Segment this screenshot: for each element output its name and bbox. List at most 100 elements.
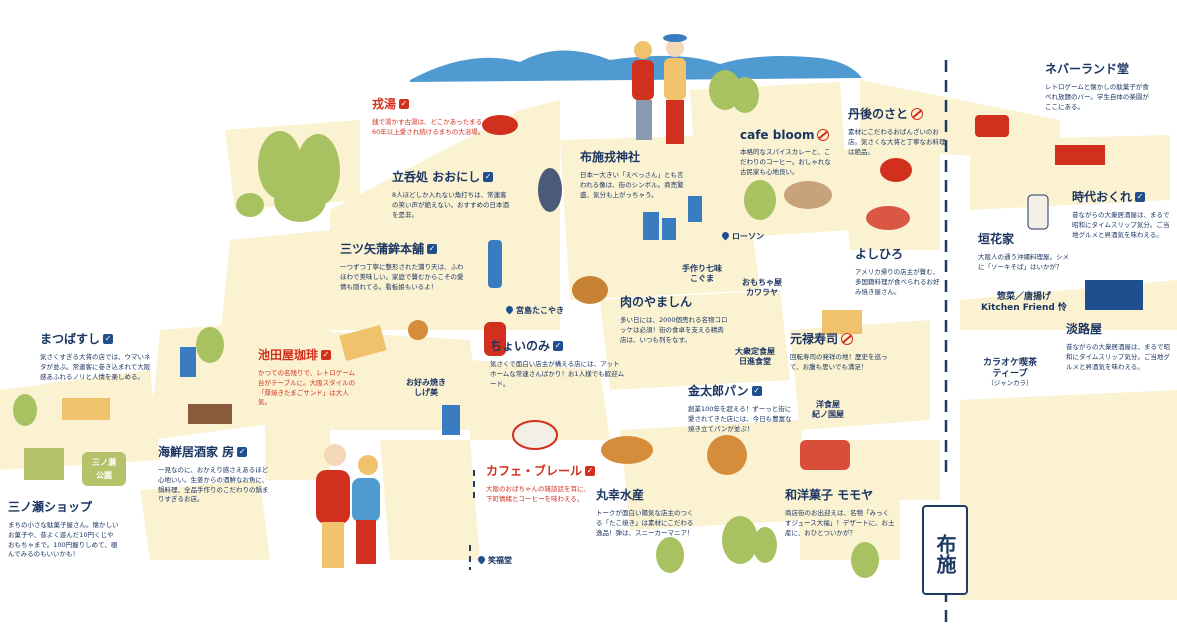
poi-neverland[interactable]: ネバーランド堂 レトロゲームと懐かしの駄菓子が食べれ放題のバー。学生自体の楽園が… [1045, 60, 1155, 112]
poi-desc: 一つずつ丁寧に整形された蒲り天は、ふわほわで美味しい。家庭で贅むからこその愛情も… [340, 263, 464, 291]
poi-matsubazushi[interactable]: まつばすし✓ 気さくすぎる大将の店では、ウマいネタが並ぶ。常連客に巻き込まれて大… [40, 330, 152, 382]
poi-sento[interactable]: 戎湯✓ 銭で湯かす古湯は、どこかあったまる。60年以上愛され続けるまちの大浴場。 [372, 95, 492, 138]
poi-awajiya[interactable]: 淡路屋 昔ながらの大衆居酒屋は、まるで昭和にタイムスリップ気分。ご当地グルメと昇… [1066, 320, 1174, 372]
poi-title: cafe bloom [740, 128, 835, 142]
poi-desc: 大阪のおばちゃんの雑談話を耳に、下町情緒とコーヒーを味わえる。 [486, 485, 590, 503]
no-smoking-icon [841, 332, 854, 345]
poi-ikedaya[interactable]: 池田屋珈琲✓ かつての名残りで、レトロゲーム台がテーブルに。大阪スタイルの「厚焼… [258, 346, 358, 408]
label-koguma[interactable]: 手作り七味 こぐま [682, 264, 722, 283]
poi-title: よしひろ [855, 247, 904, 261]
poi-momoya[interactable]: 和洋菓子 モモヤ 商店街のお出迎えは、名物「みっくすジュース大福」！デザートに、… [785, 486, 895, 538]
poi-title: 丸幸水産 [596, 488, 645, 502]
poi-title: カフェ・ブレール✓ [486, 464, 596, 478]
label-shofukudo[interactable]: 笑福堂 [476, 554, 512, 566]
poi-desc: 多い日には、2000個売れる名物コロッケは必須！街の食卓を支える精肉店は、いつも… [620, 316, 728, 344]
poi-desc: 商店街のお出迎えは、名物「みっくすジュース大福」！デザートに、お土産に、おひとつ… [785, 509, 895, 537]
poi-title: ちょいのみ✓ [490, 339, 564, 353]
check-icon: ✓ [553, 340, 564, 351]
no-smoking-icon [911, 107, 924, 120]
poi-desc: 気さくで面白い店主が構える店には、アットホームな常連さんばかり！お1人様でも歓迎… [490, 360, 625, 388]
label-okonomi[interactable]: お好み焼き しげ美 [406, 378, 446, 397]
poi-jidai[interactable]: 時代おくれ✓ 昔ながらの大衆居酒屋は、まるで昭和にタイムスリップ気分。ご当地グル… [1072, 188, 1172, 240]
poi-desc: 8人ほどしか入れない角打ちは、常連客の笑い声が絶えない。おすすめの日本酒を是非。 [392, 191, 509, 219]
label-takoyaki[interactable]: 宮島たこやき [504, 304, 564, 316]
poi-desc: 素材にこだわるおばんざいのお店。気さくな大将と丁寧なお料理は絶品。 [848, 128, 946, 156]
check-icon: ✓ [103, 333, 114, 344]
pin-icon [476, 554, 487, 565]
poi-title: 淡路屋 [1066, 322, 1103, 336]
label-kawaya[interactable]: おもちゃ屋 カワラヤ [742, 278, 782, 297]
poi-title: 惣菜／唐揚げ Kitchen Friend 怜 [981, 292, 1067, 313]
check-icon: ✓ [427, 243, 438, 254]
poi-yoshihiro[interactable]: よしひろ アメリカ帰りの店主が贅む、多国籍料理が食べられるお好み焼き屋さん。 [855, 245, 945, 297]
poi-shrine[interactable]: 布施戎神社 日本一大きい「えべっさん」とも言われる像は、街のシンボル。商売繁盛、… [580, 148, 688, 200]
poi-title: 布施戎神社 [580, 150, 641, 164]
building-marker [662, 218, 676, 240]
poi-kaisen[interactable]: 海鮮居酒家 房✓ 一見なのに、おかえり感さえあるほど心地いい。生姜からの酒鮮なお… [158, 443, 270, 505]
poi-desc: かつての名残りで、レトロゲーム台がテーブルに。大阪スタイルの「厚焼きたまごサンド… [258, 369, 356, 407]
poi-title: 和洋菓子 モモヤ [785, 488, 874, 502]
poi-title: 垣花家 [978, 232, 1015, 246]
couple-bottom-illustration [316, 444, 380, 568]
building-marker [442, 405, 460, 435]
poi-mitsuya[interactable]: 三ツ矢蒲鉾本舗✓ 一つずつ丁寧に整形された蒲り天は、ふわほわで美味しい。家庭で贅… [340, 240, 465, 292]
poi-title: 戎湯✓ [372, 97, 410, 111]
poi-title: まつばすし✓ [40, 332, 114, 346]
poi-desc: まちの小さな駄菓子屋さん。懐かしいお菓子や、昔よく遊んだ10円くじやおもちゃまで… [8, 521, 119, 559]
poi-cafe-bloom[interactable]: cafe bloom 本格的なスパイスカレーと、こだわりのコーヒー。おしゃれな古… [740, 128, 835, 177]
poi-desc: 回転寿司の発祥の地！歴史を巡って、お腹も思いでも満足！ [790, 353, 888, 371]
park-text: 三ノ瀬 公園 [92, 458, 116, 480]
poi-title: 三ツ矢蒲鉾本舗✓ [340, 242, 438, 256]
no-smoking-icon [817, 129, 830, 141]
pin-icon [504, 304, 515, 315]
poi-title: 池田屋珈琲✓ [258, 348, 332, 362]
poi-kakihana[interactable]: 垣花家 大阪人の通う沖縄料理屋。シメに「ソーキそば」はいかが？ [978, 230, 1073, 273]
hot-spring-illustration [482, 115, 518, 135]
poi-title: 海鮮居酒家 房✓ [158, 445, 248, 459]
poi-desc: トークが面白い陽気な店主のつくる「たこ焼き」は素材にこだわる逸品！弾は、スニーカ… [596, 509, 694, 537]
poi-mannoshop[interactable]: 三ノ瀬ショップ まちの小さな駄菓子屋さん。懐かしいお菓子や、昔よく遊んだ10円く… [8, 498, 120, 560]
poi-desc: 創業100年を超える！ずーっと街に愛されてきた店には、今日も豊富な焼き立てパンが… [688, 405, 792, 433]
poi-title: 時代おくれ✓ [1072, 190, 1146, 204]
check-icon: ✓ [751, 385, 762, 396]
label-nichigo[interactable]: 大衆定食屋 日進食堂 [735, 347, 775, 366]
poi-blair[interactable]: カフェ・ブレール✓ 大阪のおばちゃんの雑談話を耳に、下町情緒とコーヒーを味わえる… [486, 462, 596, 505]
poi-desc: 昔ながらの大衆居酒屋は、まるで昭和にタイムスリップ気分。ご当地グルメと昇酒気を味… [1072, 211, 1170, 239]
poi-title: 金太郎パン✓ [688, 384, 762, 398]
poi-desc: 大阪人の通う沖縄料理屋。シメに「ソーキそば」はいかが？ [978, 253, 1069, 271]
couple-top-illustration [632, 34, 687, 144]
check-icon: ✓ [585, 465, 596, 476]
poi-karaoke[interactable]: カラオケ喫茶 ティープ （ジャンカラ） [970, 358, 1050, 387]
poi-marukou[interactable]: 丸幸水産 トークが面白い陽気な店主のつくる「たこ焼き」は素材にこだわる逸品！弾は… [596, 486, 696, 538]
poi-nikunoyama[interactable]: 肉のやましん 多い日には、2000個売れる名物コロッケは必須！街の食卓を支える精… [620, 293, 728, 345]
poi-desc: 昔ながらの大衆居酒屋は、まるで昭和にタイムスリップ気分。ご当地グルメと昇酒気を味… [1066, 343, 1170, 371]
fuse-station-sign: 布施 [922, 505, 968, 595]
poi-tango[interactable]: 丹後のさと 素材にこだわるおばんざいのお店。気さくな大将と丁寧なお料理は絶品。 [848, 105, 946, 157]
poi-kintaro[interactable]: 金太郎パン✓ 創業100年を超える！ずーっと街に愛されてきた店には、今日も豊富な… [688, 382, 793, 434]
fuse-text: 布施 [933, 534, 957, 574]
poi-kitchen-friend[interactable]: 惣菜／唐揚げ Kitchen Friend 怜 [978, 292, 1070, 314]
poi-genroku[interactable]: 元禄寿司 回転寿司の発祥の地！歴史を巡って、お腹も思いでも満足！ [790, 330, 890, 373]
label-kinokuni[interactable]: 洋食屋 紀ノ国屋 [812, 400, 844, 419]
poi-title: 元禄寿司 [790, 330, 890, 347]
label-lawson[interactable]: ローソン [720, 230, 764, 242]
poi-desc: 銭で湯かす古湯は、どこかあったまる。60年以上愛され続けるまちの大浴場。 [372, 118, 489, 136]
check-icon: ✓ [237, 446, 248, 457]
poi-desc: レトロゲームと懐かしの駄菓子が食べれ放題のバー。学生自体の楽園がここにある。 [1045, 83, 1149, 111]
poi-oonishi[interactable]: 立呑処 おおにし✓ 8人ほどしか入れない角打ちは、常連客の笑い声が絶えない。おす… [392, 168, 512, 220]
building-marker [688, 196, 702, 222]
check-icon: ✓ [321, 349, 332, 360]
poi-subtitle: （ジャンカラ） [987, 378, 1033, 387]
poi-chotto[interactable]: ちょいのみ✓ 気さくで面白い店主が構える店には、アットホームな常連さんばかり！お… [490, 337, 625, 389]
poi-desc: 日本一大きい「えべっさん」とも言われる像は、街のシンボル。商売繁盛、気分も上がっ… [580, 171, 684, 199]
poi-desc: アメリカ帰りの店主が贅む、多国籍料理が食べられるお好み焼き屋さん。 [855, 268, 940, 296]
park-label: 三ノ瀬 公園 [82, 452, 126, 486]
pin-icon [720, 230, 731, 241]
poi-title: 丹後のさと [848, 105, 946, 122]
check-icon: ✓ [1135, 191, 1146, 202]
poi-desc: 気さくすぎる大将の店では、ウマいネタが並ぶ。常連客に巻き込まれて大阪感あふれるノ… [40, 353, 151, 381]
poi-desc: 一見なのに、おかえり感さえあるほど心地いい。生姜からの酒鮮なお魚に、鍋料理、全品… [158, 466, 269, 504]
building-marker [643, 212, 659, 240]
